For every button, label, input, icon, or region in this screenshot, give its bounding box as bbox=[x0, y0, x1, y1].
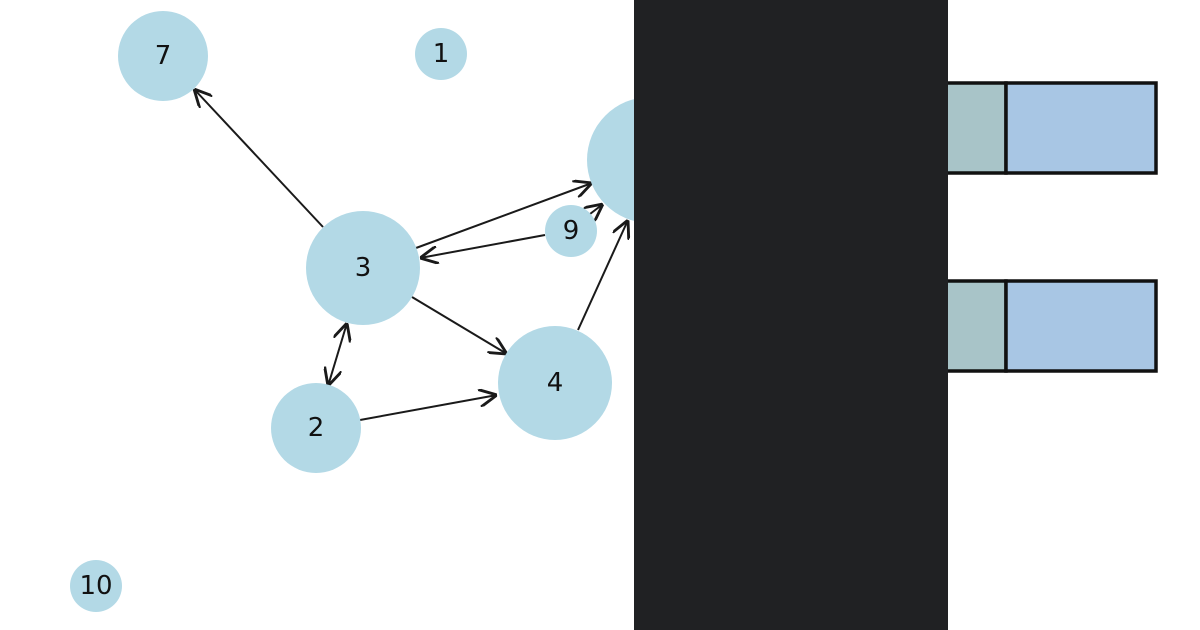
node-2[interactable]: 2 bbox=[271, 383, 361, 473]
node-4-label: 4 bbox=[547, 368, 564, 398]
box-top-right-segment bbox=[1004, 81, 1158, 175]
edge-2-3-bidirectional bbox=[328, 323, 347, 386]
nodes-group: 7 1 3 9 4 2 10 bbox=[70, 11, 713, 612]
edge-4-to-hidden bbox=[577, 220, 628, 331]
node-7-label: 7 bbox=[155, 41, 172, 71]
node-10[interactable]: 10 bbox=[70, 560, 122, 612]
edge-3-to-4 bbox=[411, 296, 507, 354]
node-3-label: 3 bbox=[355, 253, 372, 283]
edge-3-to-hidden bbox=[415, 183, 592, 249]
edge-2-to-4 bbox=[359, 395, 497, 421]
node-1[interactable]: 1 bbox=[415, 28, 467, 80]
node-10-label: 10 bbox=[79, 571, 112, 601]
node-9-label: 9 bbox=[563, 216, 580, 246]
dark-overlay-panel bbox=[634, 0, 948, 630]
node-4[interactable]: 4 bbox=[498, 326, 612, 440]
node-2-label: 2 bbox=[308, 413, 325, 443]
edges-group bbox=[194, 89, 628, 421]
edge-3-to-7 bbox=[194, 89, 324, 228]
node-3[interactable]: 3 bbox=[306, 211, 420, 325]
node-7[interactable]: 7 bbox=[118, 11, 208, 101]
node-1-label: 1 bbox=[433, 39, 450, 69]
box-bottom-right-segment bbox=[1004, 279, 1158, 373]
edge-9-to-3 bbox=[420, 234, 546, 258]
node-9[interactable]: 9 bbox=[545, 205, 597, 257]
edge-9-to-hidden bbox=[590, 204, 603, 214]
